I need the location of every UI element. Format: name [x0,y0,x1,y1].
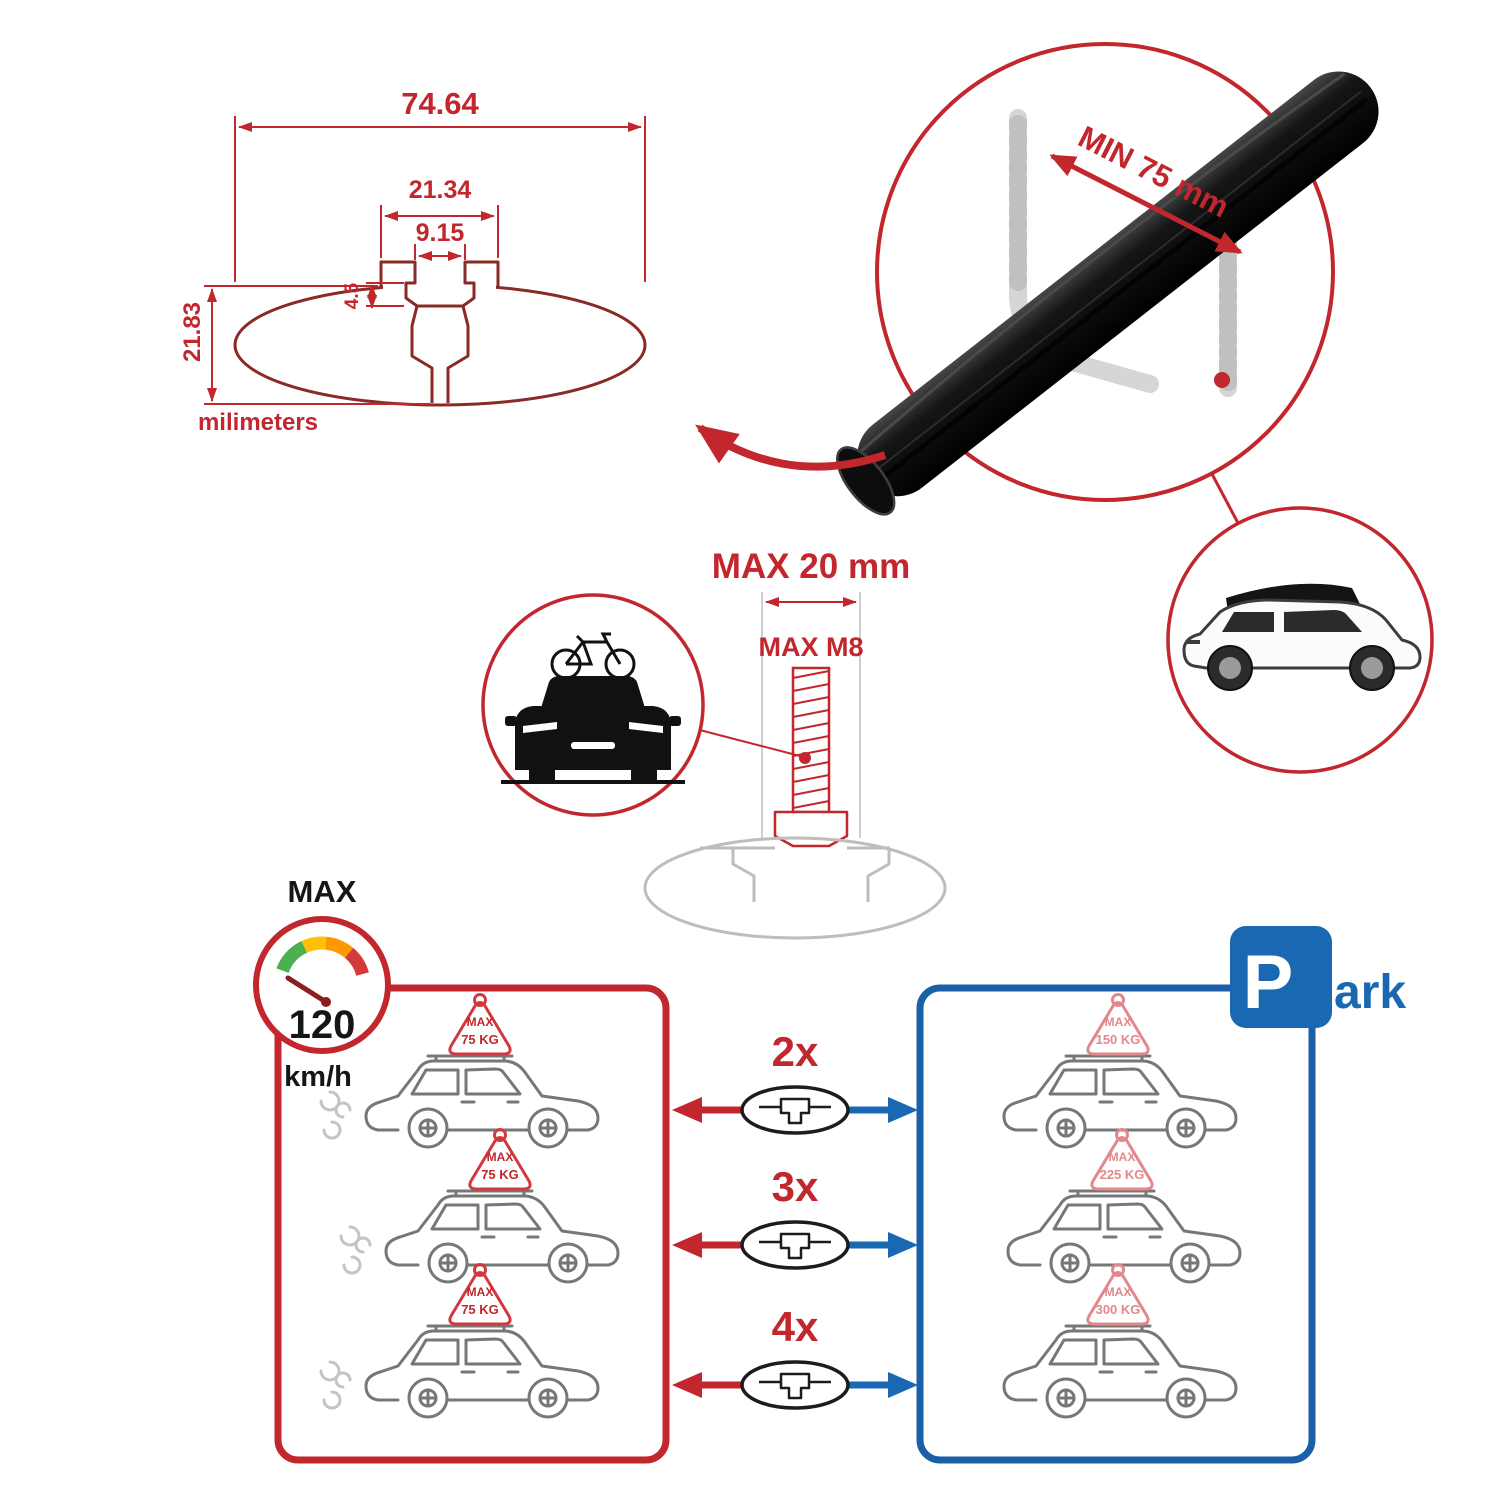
driving-box [274,984,670,1464]
speed-gauge [276,936,369,977]
bike-car-detail [481,593,705,817]
min-length-arrow [1049,153,1243,255]
bolt-pointer-line [691,727,801,757]
suv-rim-rear [1361,657,1383,679]
parked-box [916,984,1316,1464]
load-kg-label: 225 KG [1100,1167,1145,1182]
suv-rim-front [1219,657,1241,679]
load-max-label: MAX [467,1015,494,1029]
dimension-slot-width [380,205,499,258]
arrow-right-blue [888,1232,918,1258]
multiplier-label-3x: 3x [772,1163,819,1210]
max-thread-label: MAX M8 [758,632,863,662]
load-kg-label: 75 KG [461,1032,499,1047]
dim-slot-label: 21.34 [409,176,472,204]
arrow-left-red [672,1232,702,1258]
crossbar-detail: MIN 75 mm [836,42,1379,516]
bracket-dot [1214,372,1230,388]
dimension-height [204,285,430,405]
dim-inner-label: 9.15 [416,219,465,247]
parked-cars: MAX 150 KG MAX 225 KG MAX 300 KG [1002,993,1242,1419]
load-kg-label: 75 KG [481,1167,519,1182]
circle-connector [1210,473,1240,524]
gauge-pivot [321,997,331,1007]
dim-lip-label: 4.5 [342,282,363,309]
crossbar-section-icon [740,1360,850,1410]
park-sign-square [1230,926,1332,1028]
arrow-right-blue [888,1097,918,1123]
arrow-left-red [672,1097,702,1123]
suv-roofbox-detail [1166,506,1434,774]
park-sign-p: P [1243,940,1294,1025]
multiplier-label-4x: 4x [772,1303,819,1350]
park-sign-rest: ark [1334,966,1406,1019]
arrow-right-blue [888,1372,918,1398]
dimension-lip-depth [366,282,404,309]
load-max-label: MAX [487,1150,514,1164]
load-kg-label: 75 KG [461,1302,499,1317]
units-label: milimeters [198,409,318,436]
load-max-label: MAX [1109,1150,1136,1164]
load-kg-label: 150 KG [1096,1032,1141,1047]
profile-mask [383,272,496,292]
speed-title: MAX [288,874,357,909]
grey-profile-ellipse [643,836,947,940]
tech-drawing: 74.64 21.34 9.15 4.5 21.83 mili [179,86,647,436]
car-front-icon [501,676,685,784]
speed-units: km/h [284,1061,352,1093]
crossbar-section-icon [740,1220,850,1270]
max-width-label: MAX 20 mm [712,547,910,586]
bolt-pointer-dot [799,752,811,764]
grey-profile-channel [700,846,891,902]
crossbar-section-icon [740,1085,850,1135]
driving-cars: MAX 75 KG MAX 75 KG MAX 75 KG [319,993,620,1419]
bolt-diagram: MAX 20 mm MAX M8 [643,547,947,940]
speed-badge: MAX 120 km/h [253,874,391,1093]
profile-stem [410,305,470,403]
profile-ellipse [233,283,647,407]
bolt [773,666,849,848]
dim-height-label: 21.83 [179,302,206,362]
arrow-left-red [672,1372,702,1398]
load-max-label: MAX [1105,1015,1132,1029]
profile-channel [379,260,500,308]
dim-total-label: 74.64 [401,86,479,121]
dimension-total-width [234,116,646,282]
gauge-needle [285,975,329,1005]
suv-windows [1222,610,1362,632]
detail-pointer-arrow [695,424,887,471]
load-max-label: MAX [1105,1285,1132,1299]
crossbar-3d [836,71,1379,516]
load-kg-label: 300 KG [1096,1302,1141,1317]
multiplier-label-2x: 2x [772,1028,819,1075]
multiplier-column: 2x 3x 4x [672,1028,918,1410]
load-max-label: MAX [467,1285,494,1299]
dimension-inner-width [414,244,466,261]
speed-value: 120 [289,1003,356,1047]
park-sign: P ark [1230,926,1406,1028]
